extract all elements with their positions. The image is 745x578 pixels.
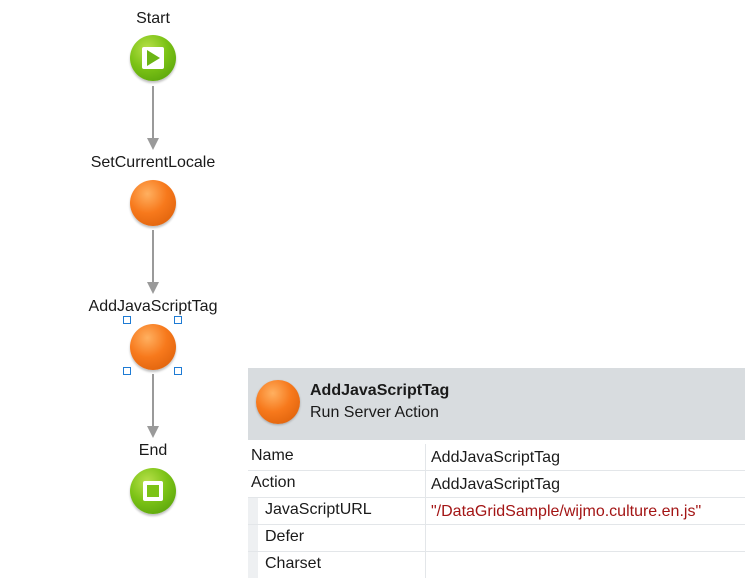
play-icon: [142, 47, 164, 69]
selection-handle-top-right[interactable]: [174, 316, 182, 324]
properties-header: AddJavaScriptTag Run Server Action: [248, 368, 745, 440]
arrowhead-end: [147, 426, 159, 438]
properties-grid: Name AddJavaScriptTag Action AddJavaScri…: [248, 444, 745, 578]
server-action-icon: [256, 380, 300, 424]
end-node[interactable]: [130, 468, 176, 514]
properties-panel: AddJavaScriptTag Run Server Action Name …: [248, 368, 745, 578]
property-name: Name: [251, 447, 294, 464]
column-divider: [425, 471, 426, 497]
property-value[interactable]: "/DataGridSample/wijmo.culture.en.js": [431, 503, 702, 520]
property-value[interactable]: AddJavaScriptTag: [431, 476, 560, 493]
addjavascripttag-node-label: AddJavaScriptTag: [88, 298, 218, 315]
property-name: Action: [251, 474, 296, 491]
property-row-javascripturl[interactable]: JavaScriptURL "/DataGridSample/wijmo.cul…: [248, 498, 745, 525]
end-node-label: End: [138, 442, 168, 459]
property-row-defer[interactable]: Defer: [248, 525, 745, 552]
column-divider: [425, 525, 426, 551]
row-indent: [248, 525, 258, 551]
property-name: JavaScriptURL: [265, 501, 372, 518]
property-value[interactable]: AddJavaScriptTag: [431, 449, 560, 466]
column-divider: [425, 552, 426, 578]
setcurrentlocale-node-label: SetCurrentLocale: [90, 154, 216, 171]
property-name: Charset: [265, 555, 322, 572]
addjavascripttag-node[interactable]: [130, 324, 176, 370]
start-node[interactable]: [130, 35, 176, 81]
row-indent: [248, 552, 258, 578]
start-node-label: Start: [136, 10, 170, 27]
column-divider: [425, 444, 426, 470]
property-row-charset[interactable]: Charset: [248, 552, 745, 578]
property-name: Defer: [265, 528, 305, 545]
arrowhead-addjavascripttag: [147, 282, 159, 294]
selection-handle-bottom-left[interactable]: [123, 367, 131, 375]
property-row-action[interactable]: Action AddJavaScriptTag: [248, 471, 745, 498]
row-indent: [248, 498, 258, 524]
column-divider: [425, 498, 426, 524]
property-row-name[interactable]: Name AddJavaScriptTag: [248, 444, 745, 471]
selection-handle-top-left[interactable]: [123, 316, 131, 324]
selection-handle-bottom-right[interactable]: [174, 367, 182, 375]
properties-subtitle: Run Server Action: [310, 404, 439, 421]
stop-icon: [143, 481, 163, 501]
arrowhead-setcurrentlocale: [147, 138, 159, 150]
properties-title: AddJavaScriptTag: [310, 382, 450, 399]
setcurrentlocale-node[interactable]: [130, 180, 176, 226]
